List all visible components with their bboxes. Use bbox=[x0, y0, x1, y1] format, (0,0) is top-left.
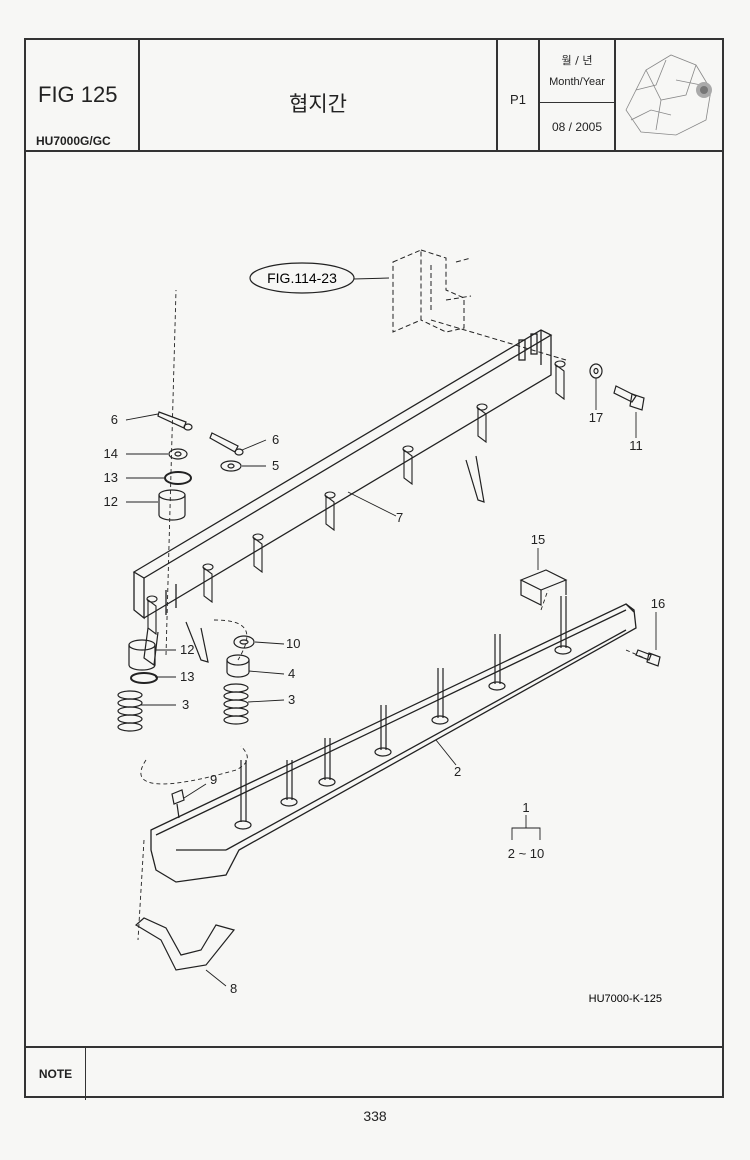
callout-11: 11 bbox=[629, 438, 643, 453]
callout-13a: 13 bbox=[104, 470, 118, 485]
callout-14: 14 bbox=[104, 446, 118, 461]
page-id: P1 bbox=[510, 92, 526, 107]
bracket-15 bbox=[519, 569, 568, 606]
right-hanger bbox=[465, 455, 485, 503]
reference-label: FIG.114-23 bbox=[267, 270, 337, 286]
washer-5 bbox=[220, 460, 242, 472]
exploded-diagram: FIG.114-23 6 14 13 12 6 5 7 17 11 15 16 … bbox=[26, 150, 722, 1046]
spring-3b bbox=[223, 683, 249, 725]
beam-pegs bbox=[146, 360, 566, 636]
reference-bracket bbox=[392, 249, 567, 361]
month-year-label-en: Month/Year bbox=[549, 76, 605, 88]
fig-cell: FIG 125 HU7000G/GC bbox=[26, 40, 140, 150]
month-year-cell: 월 / 년 Month/Year 08 / 2005 bbox=[540, 40, 616, 150]
month-year-label-ko: 월 / 년 bbox=[561, 54, 593, 67]
model-name: HU7000G/GC bbox=[36, 134, 111, 148]
washer-10 bbox=[233, 635, 255, 649]
callout-1: 1 bbox=[522, 800, 529, 815]
title-block: FIG 125 HU7000G/GC 협지간 P1 월 / 년 Month/Ye… bbox=[26, 40, 722, 152]
callout-12b: 12 bbox=[180, 642, 194, 657]
callout-6b: 6 bbox=[272, 432, 279, 447]
callout-3a: 3 bbox=[182, 697, 189, 712]
month-year-divider bbox=[540, 102, 614, 103]
figure-number: FIG 125 bbox=[38, 82, 118, 107]
assembly-range: 2 ~ 10 bbox=[508, 846, 545, 861]
callout-10: 10 bbox=[286, 636, 300, 651]
callout-17: 17 bbox=[589, 410, 603, 425]
collar-4 bbox=[226, 654, 250, 678]
page-id-cell: P1 bbox=[498, 40, 540, 150]
callout-7: 7 bbox=[396, 510, 403, 525]
part-name-cell: 협지간 bbox=[140, 40, 498, 150]
bolt-16 bbox=[635, 649, 661, 667]
spring-3a bbox=[117, 690, 143, 732]
page-number: 338 bbox=[363, 1108, 387, 1124]
callout-15: 15 bbox=[531, 532, 545, 547]
callout-9: 9 bbox=[210, 772, 217, 787]
lower-frame bbox=[150, 603, 637, 883]
callout-12a: 12 bbox=[104, 494, 118, 509]
diagram-canvas: FIG.114-23 6 14 13 12 6 5 7 17 11 15 16 … bbox=[104, 249, 666, 1005]
upper-beam bbox=[132, 329, 553, 620]
callout-8: 8 bbox=[230, 981, 237, 996]
note-label: NOTE bbox=[26, 1048, 86, 1100]
cotter-pins bbox=[157, 411, 244, 456]
bolt-9 bbox=[171, 789, 185, 819]
washer-17 bbox=[589, 363, 603, 379]
part-name: 협지간 bbox=[289, 92, 347, 116]
drawing-code: HU7000-K-125 bbox=[589, 993, 662, 1005]
left-hanger bbox=[185, 621, 209, 663]
bushing-12a bbox=[158, 489, 186, 521]
machine-thumbnail-icon bbox=[625, 54, 712, 136]
note-row: NOTE bbox=[26, 1046, 722, 1100]
callout-6a: 6 bbox=[111, 412, 118, 427]
callout-13b: 13 bbox=[180, 669, 194, 684]
frame-posts bbox=[234, 596, 572, 830]
callout-3b: 3 bbox=[288, 692, 295, 707]
revision-date: 08 / 2005 bbox=[551, 120, 603, 134]
snap-ring-13a bbox=[164, 471, 192, 485]
bottom-skid bbox=[134, 917, 236, 971]
callout-2: 2 bbox=[454, 764, 461, 779]
bushing-12b bbox=[128, 639, 156, 671]
washer-14 bbox=[168, 448, 188, 460]
thumbnail-cell bbox=[616, 40, 722, 150]
reference-oval bbox=[249, 262, 355, 294]
left-post bbox=[143, 627, 159, 667]
bolt-11 bbox=[613, 385, 645, 411]
page-frame: FIG 125 HU7000G/GC 협지간 P1 월 / 년 Month/Ye… bbox=[24, 38, 724, 1100]
callout-labels: 6 14 13 12 6 5 7 17 11 15 16 12 13 3 10 … bbox=[104, 410, 666, 996]
snap-ring-13b bbox=[130, 672, 158, 684]
callout-16: 16 bbox=[651, 596, 665, 611]
callout-5: 5 bbox=[272, 458, 279, 473]
callout-4: 4 bbox=[288, 666, 295, 681]
